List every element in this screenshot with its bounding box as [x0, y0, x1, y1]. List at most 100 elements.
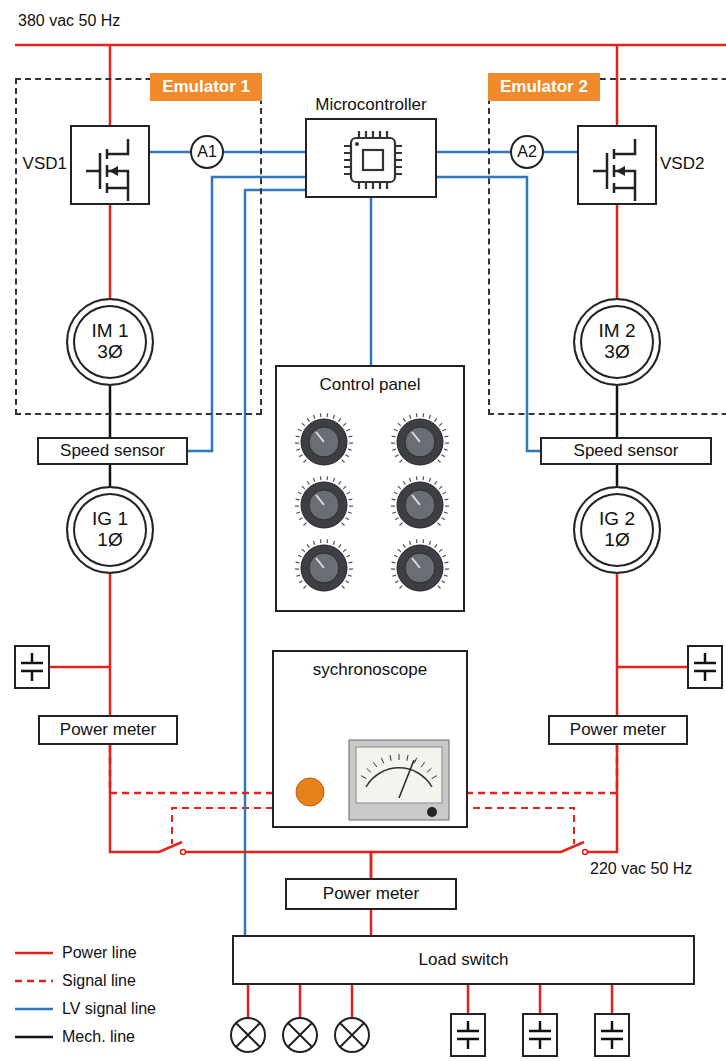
node-label: IM 1 3Ø: [87, 321, 133, 363]
knobs-icon: [444, 498, 448, 500]
sync-icon: [367, 768, 371, 772]
sync-icon: [421, 762, 424, 767]
knobs-icon: [429, 415, 430, 419]
legend-text: LV signal line: [62, 1000, 156, 1018]
knobs-icon: [349, 505, 353, 506]
bus-label: 220 vac 50 Hz: [588, 860, 694, 878]
signal-line: [110, 745, 272, 793]
knobs-icon: [301, 419, 347, 465]
group-tag: Emulator 2: [488, 73, 600, 101]
knobs-icon: [416, 476, 418, 480]
node-label: VSD2: [660, 154, 704, 174]
knobs-icon: [444, 449, 448, 450]
knobs-icon: [277, 367, 467, 614]
chip-icon: [351, 138, 395, 182]
mosfet-icon: [579, 127, 659, 207]
knobs-icon: [339, 481, 341, 484]
knobs-icon: [316, 495, 324, 505]
switch-contact: [181, 850, 186, 855]
knobs-icon: [441, 518, 444, 520]
knobs-icon: [392, 561, 396, 563]
knobs-icon: [346, 492, 350, 494]
lv-signal-line: [370, 198, 373, 365]
knobs-icon: [296, 512, 300, 513]
node-label: IG 2 1Ø: [594, 509, 640, 551]
knobs-icon: [422, 539, 424, 543]
legend-line: [15, 1008, 53, 1011]
knobs-icon: [348, 561, 352, 563]
knobs-icon: [397, 419, 443, 465]
legend-text: Mech. line: [62, 1028, 135, 1046]
circuit-breaker-switch: [558, 842, 588, 858]
knobs-icon: [438, 523, 441, 526]
legend-line: [15, 980, 53, 983]
motor-circle: IM 1 3Ø: [66, 298, 154, 386]
knobs-icon: [439, 549, 442, 552]
node-label: Speed sensor: [574, 441, 679, 461]
sync-icon: [427, 807, 437, 817]
knobs-icon: [397, 482, 443, 528]
knobs-icon: [349, 568, 353, 569]
node-label: Load switch: [419, 950, 509, 970]
knobs-icon: [346, 429, 350, 431]
knobs-icon: [348, 512, 352, 513]
knobs-icon: [349, 442, 353, 443]
sync-icon: [399, 760, 414, 798]
lamp-symbol: [231, 1018, 265, 1052]
meter-box: Power meter: [548, 715, 688, 745]
sync-icon: [381, 758, 383, 763]
emulator-region: A2VSD2IM 2 3ØEmulator 2: [488, 78, 726, 415]
shaft-line: [109, 386, 112, 437]
knobs-icon: [398, 549, 401, 552]
knobs-icon: [445, 568, 449, 569]
legend-row: LV signal line: [14, 1000, 156, 1018]
knobs-icon: [303, 586, 306, 589]
knobs-icon: [412, 495, 420, 505]
lamp-symbol: [283, 1018, 317, 1052]
sensor-box: Speed sensor: [37, 437, 188, 465]
lv-signal-line: [150, 151, 190, 154]
knobs-icon: [399, 586, 402, 589]
capacitor-symbol: [694, 653, 716, 681]
chip-icon: [344, 173, 402, 175]
lamp-symbol: [236, 1023, 260, 1047]
legend-text: Signal line: [62, 972, 136, 990]
knobs-icon: [295, 539, 353, 591]
knobs-icon: [391, 413, 449, 465]
lamp-symbol: [335, 1018, 369, 1052]
knobs-icon: [439, 486, 442, 489]
knobs-icon: [399, 523, 402, 526]
chip-icon: [344, 166, 402, 168]
knobs-icon: [333, 415, 334, 419]
knobs-icon: [391, 568, 395, 569]
knobs-icon: [301, 545, 347, 591]
knobs-icon: [296, 575, 300, 576]
knobs-icon: [398, 486, 401, 489]
emulator-region: VSD1A1IM 1 3ØEmulator 1: [15, 78, 262, 415]
knobs-icon: [399, 460, 402, 463]
knobs-icon: [316, 432, 324, 442]
mosfet-icon: [107, 139, 128, 201]
knobs-icon: [345, 581, 348, 583]
mosfet-icon: [86, 139, 128, 201]
capacitor-symbol: [595, 1014, 629, 1056]
sync-icon: [373, 762, 376, 767]
knobs-icon: [438, 586, 441, 589]
chip-icon: [358, 131, 360, 189]
lamp-symbol: [340, 1023, 364, 1047]
capacitor-symbol: [688, 646, 722, 688]
knobs-icon: [316, 558, 324, 568]
chip-icon: [344, 159, 402, 161]
knobs-icon: [391, 442, 395, 443]
capacitor-symbol: [451, 1014, 485, 1056]
mosfet-icon: [614, 139, 635, 201]
knobs-icon: [395, 518, 398, 520]
legend-row: Power line: [14, 944, 137, 962]
knobs-icon: [403, 418, 405, 421]
drive-box: VSD2: [577, 125, 657, 205]
knobs-icon: [403, 544, 405, 547]
knobs-icon: [343, 486, 346, 489]
supply-label: 380 vac 50 Hz: [16, 12, 122, 30]
chip-icon: [365, 131, 367, 189]
